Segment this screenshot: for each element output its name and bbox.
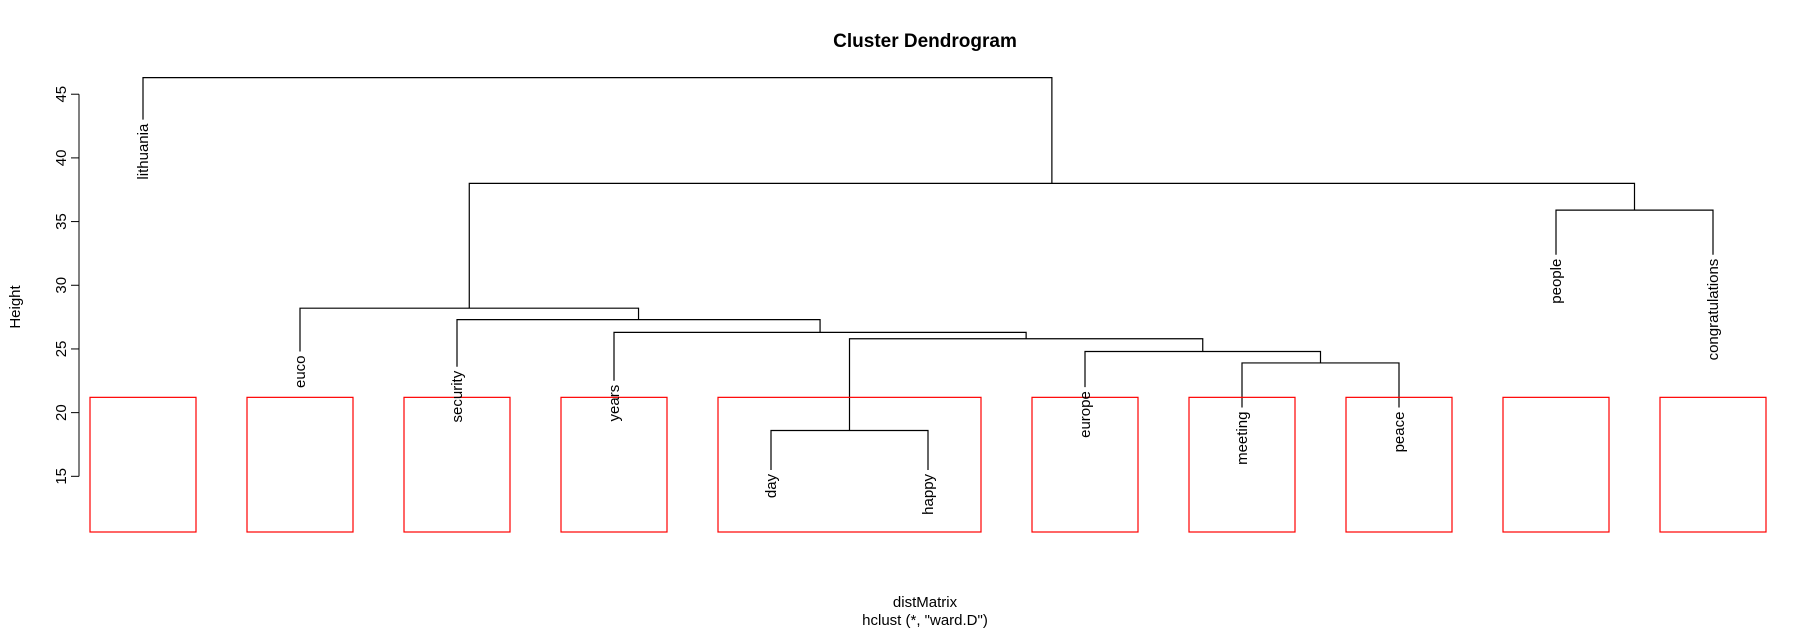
merge-link	[142, 77, 1053, 184]
merge-link	[456, 319, 821, 367]
chart-title: Cluster Dendrogram	[833, 31, 1017, 52]
dendrogram-links	[142, 77, 1714, 470]
cluster-rectangles	[89, 396, 1767, 533]
x-axis-label: distMatrix	[893, 594, 958, 611]
leaf-label: lithuania	[135, 123, 152, 180]
merge-link	[848, 338, 1204, 431]
y-tick-label: 15	[53, 468, 70, 485]
merge-link	[1555, 209, 1714, 255]
cluster-rect	[1031, 396, 1139, 533]
cluster-rect	[1502, 396, 1610, 533]
merge-link	[468, 182, 1636, 309]
cluster-rect	[1188, 396, 1296, 533]
y-tick-label: 40	[53, 150, 70, 167]
leaf-label: people	[1548, 259, 1565, 304]
leaf-label: peace	[1391, 412, 1408, 453]
cluster-rect	[403, 396, 511, 533]
y-axis-label: Height	[7, 284, 24, 328]
leaf-label: euco	[292, 355, 309, 388]
merge-link	[1084, 350, 1322, 388]
y-tick-label: 35	[53, 213, 70, 230]
cluster-rect	[560, 396, 668, 533]
merge-link	[613, 331, 1027, 381]
leaf-label: day	[763, 473, 780, 498]
cluster-rect	[1345, 396, 1453, 533]
cluster-rect	[1659, 396, 1767, 533]
y-tick-label: 30	[53, 277, 70, 294]
leaf-label: meeting	[1234, 412, 1251, 465]
merge-link	[1241, 362, 1400, 408]
leaf-labels: lithuania euco security years day happy europe…	[135, 123, 1722, 515]
chart-subtitle: hclust (*, "ward.D")	[862, 612, 988, 629]
cluster-rect	[717, 396, 982, 533]
cluster-rect	[246, 396, 354, 533]
y-tick-label: 25	[53, 341, 70, 358]
merge-link	[770, 429, 929, 470]
merge-link	[299, 307, 640, 352]
leaf-label: security	[449, 370, 466, 422]
y-tick-label: 20	[53, 404, 70, 421]
leaf-label: congratulations	[1705, 259, 1722, 361]
leaf-label: years	[606, 385, 623, 422]
leaf-label: happy	[920, 473, 937, 514]
y-axis: 15 20 25 30 35 40 45	[53, 86, 80, 485]
y-tick-label: 45	[53, 86, 70, 103]
cluster-rect	[89, 396, 197, 533]
leaf-label: europe	[1077, 391, 1094, 438]
